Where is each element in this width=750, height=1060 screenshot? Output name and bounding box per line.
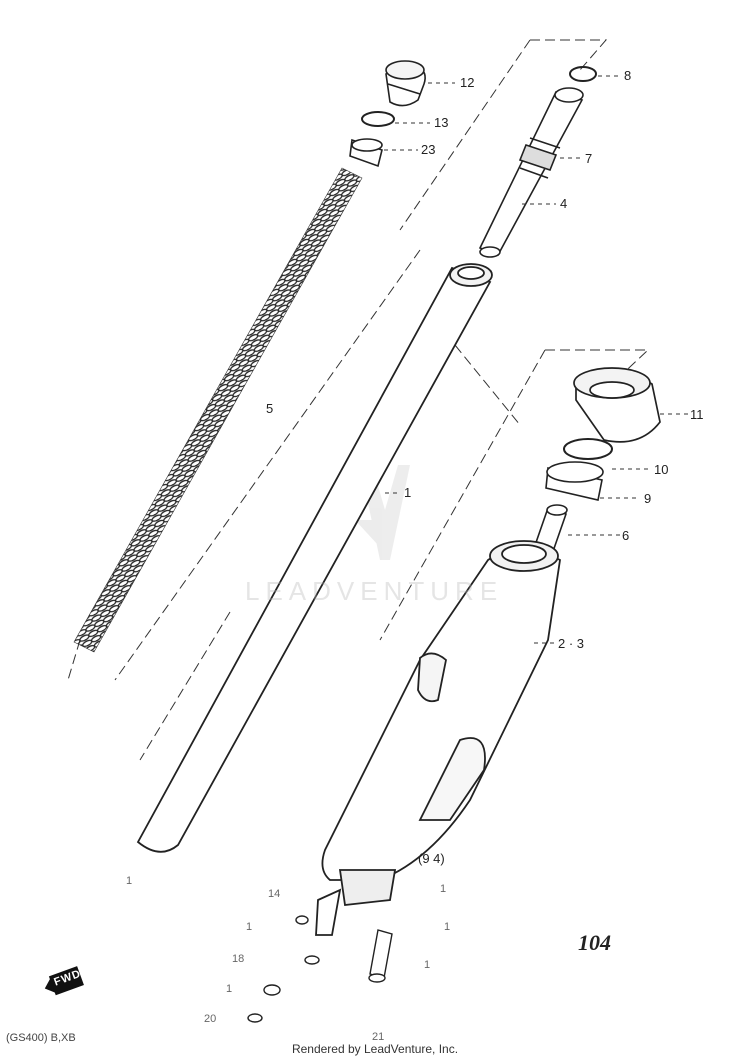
- model-code: (GS400) B,XB: [6, 1032, 76, 1044]
- callout-9-4: (9 4): [418, 851, 445, 866]
- callout-14: 14: [268, 888, 281, 900]
- callout-23: 23: [421, 142, 436, 157]
- callout-right-1: 1: [440, 883, 447, 895]
- callout-5: 5: [266, 401, 274, 416]
- watermark-text: LEADVENTURE: [245, 576, 504, 606]
- part-retaining-ring: [563, 438, 613, 460]
- assembly-guide-lines: [67, 39, 650, 761]
- callout-leader-lines: [384, 75, 688, 644]
- callout-left-1: 1: [246, 921, 253, 933]
- callout-left-2: 18: [232, 953, 245, 965]
- part-cap-bolt: [385, 60, 426, 107]
- callout-12: 12: [460, 75, 475, 90]
- callout-11: 11: [690, 407, 704, 422]
- callout-right-3: 1: [424, 959, 431, 971]
- footer-credit: Rendered by LeadVenture, Inc.: [291, 1042, 459, 1056]
- page-number: 104: [578, 930, 611, 955]
- callout-13: 13: [434, 115, 449, 130]
- part-spacer: [349, 138, 383, 168]
- callout-left-3: 1: [226, 983, 233, 995]
- part-piston-ring: [569, 66, 597, 82]
- callout-4: 4: [560, 196, 568, 211]
- callout-2-3: 2 · 3: [558, 636, 585, 651]
- part-inner-tube: [136, 263, 493, 853]
- callout-10: 10: [654, 462, 669, 477]
- callout-7: 7: [585, 151, 593, 166]
- callout-left-4: 20: [204, 1013, 217, 1025]
- part-fork-spring: [73, 167, 363, 653]
- callout-1: 1: [404, 485, 412, 500]
- part-damper-rod: [478, 87, 584, 258]
- callout-stray-2: 1: [126, 875, 133, 887]
- part-outer-tube: [315, 540, 561, 936]
- callout-8: 8: [624, 68, 632, 83]
- callout-bottom: 21: [372, 1031, 385, 1043]
- callout-9: 9: [644, 491, 652, 506]
- callout-right-2: 1: [444, 921, 451, 933]
- callout-6: 6: [622, 528, 630, 543]
- part-drain-hardware: [247, 915, 393, 1023]
- part-dust-seal: [573, 367, 661, 443]
- part-oil-seal: [545, 461, 604, 501]
- part-o-ring: [361, 111, 395, 127]
